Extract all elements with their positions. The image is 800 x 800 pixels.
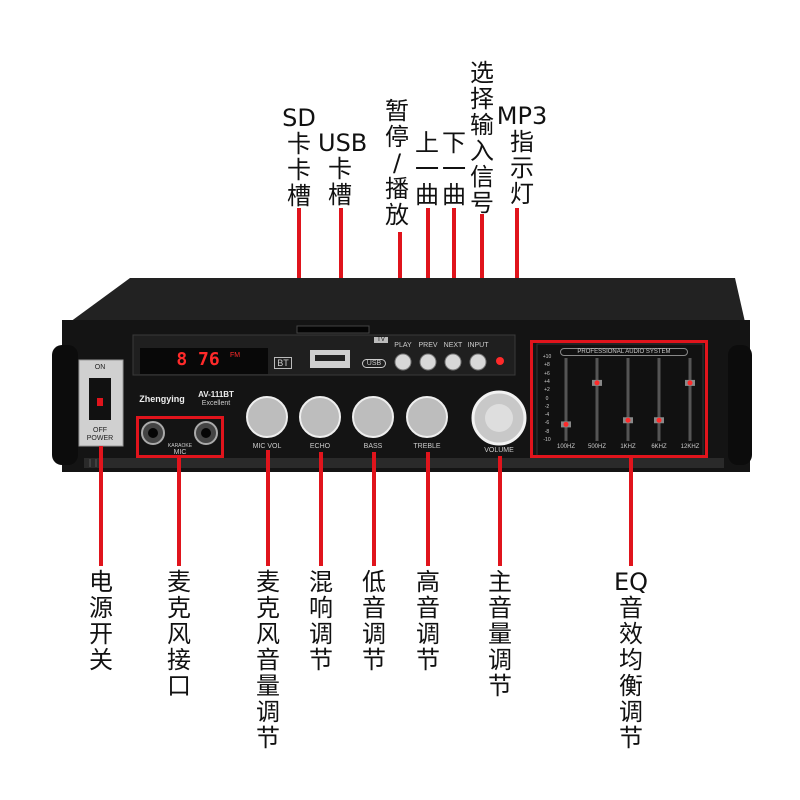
volume-knob-cap <box>485 404 513 432</box>
pointer-eq <box>629 458 633 566</box>
eq-slider-led <box>656 417 662 423</box>
pointer-sd <box>297 208 301 328</box>
eq-scale-tick: -4 <box>544 412 550 419</box>
pointer-next <box>452 208 456 342</box>
mic-jack-2-hole <box>201 428 211 438</box>
eq-scale-tick: +10 <box>542 354 552 360</box>
pointer-micvol <box>266 450 270 566</box>
power-switch-led <box>97 398 103 406</box>
play-button[interactable] <box>394 353 412 371</box>
brand-name: Zhengying <box>139 394 185 404</box>
eq-band-label: 12KHZ <box>680 444 700 450</box>
label-next: 下 一 曲 <box>442 129 466 209</box>
next-button[interactable] <box>444 353 462 371</box>
mic-jack-1-hole <box>148 428 158 438</box>
label-sd-slot: SD 卡 卡 槽 <box>282 104 316 210</box>
power-off-label: OFF <box>93 427 107 434</box>
input-button[interactable] <box>469 353 487 371</box>
chassis-top <box>70 278 745 322</box>
pointer-echo <box>319 452 323 566</box>
label-echo: 混 响 调 节 <box>309 568 333 674</box>
micvol-label: MIC VOL <box>252 443 282 450</box>
eq-scale-tick: 0 <box>545 395 549 402</box>
input-label: INPUT <box>467 342 489 349</box>
eq-band-label: 500HZ <box>587 444 606 450</box>
echo-label: ECHO <box>309 443 331 450</box>
label-master-volume: 主 音 量 调 节 <box>488 568 512 700</box>
prev-label: PREV <box>418 342 438 349</box>
tv-badge: TV <box>374 337 388 343</box>
power-label: POWER <box>86 435 114 442</box>
eq-title: PROFESSIONAL AUDIO SYSTEM <box>560 348 688 356</box>
eq-scale-tick: -10 <box>543 437 551 443</box>
pointer-power <box>99 446 103 566</box>
sd-slot <box>296 325 370 334</box>
label-bass: 低 音 调 节 <box>362 568 386 674</box>
front-vent <box>84 458 724 468</box>
eq-scale-tick: +2 <box>544 387 550 394</box>
eq-band-label: 6KHZ <box>651 444 667 450</box>
handle-right <box>728 345 752 465</box>
eq-scale-tick: +6 <box>544 370 550 377</box>
prev-button[interactable] <box>419 353 437 371</box>
pointer-mp3 <box>515 208 519 338</box>
pointer-prev <box>426 208 430 342</box>
label-treble: 高 音 调 节 <box>416 568 440 674</box>
handle-left <box>52 345 78 465</box>
treble-label: TREBLE <box>413 443 441 450</box>
mic-highlight-box <box>136 416 224 458</box>
eq-scale-tick: +4 <box>544 378 550 385</box>
label-play-pause: 暂 停 / 播 放 <box>385 97 409 229</box>
pointer-volume <box>498 456 502 566</box>
micvol-knob[interactable] <box>246 396 288 438</box>
eq-slider-led <box>594 380 600 386</box>
label-usb-slot: USB 卡 槽 <box>318 129 368 209</box>
eq-scale-tick: -6 <box>544 420 550 427</box>
power-on-label: ON <box>94 364 106 371</box>
usb-port-inner <box>315 355 345 361</box>
eq-scale-tick: -2 <box>544 403 550 410</box>
next-label: NEXT <box>443 342 463 349</box>
volume-label: VOLUME <box>484 447 514 454</box>
label-eq: EQ 音 效 均 衡 调 节 <box>613 568 649 752</box>
usb-badge: USB <box>362 359 386 368</box>
label-mp3-indicator: MP3 指 示 灯 <box>496 102 548 208</box>
eq-sliders <box>561 358 695 441</box>
karaoke-label: KARAOKE <box>167 443 193 449</box>
eq-band-label: 100HZ <box>556 444 575 450</box>
mp3-led <box>496 357 504 365</box>
model-sub: Excellent <box>201 400 231 407</box>
led-display-text: 8 76 <box>176 349 220 370</box>
mic-label: MIC <box>173 449 187 456</box>
pointer-mic <box>177 458 181 566</box>
label-mic-volume: 麦 克 风 音 量 调 节 <box>256 568 280 752</box>
led-display <box>140 348 268 374</box>
model-name: AV-111BT <box>198 390 234 399</box>
label-power-switch: 电 源 开 关 <box>89 568 113 674</box>
eq-slider-led <box>563 421 569 427</box>
eq-slider-led <box>687 380 693 386</box>
label-mic-jack: 麦 克 风 接 口 <box>167 568 191 700</box>
label-prev: 上 一 曲 <box>415 129 439 209</box>
play-label: PLAY <box>394 342 412 349</box>
eq-scale-tick: -8 <box>544 428 550 435</box>
bass-knob[interactable] <box>352 396 394 438</box>
eq-slider-led <box>625 417 631 423</box>
label-input: 选 择 输 入 信 号 <box>470 59 494 217</box>
eq-scale-tick: +8 <box>544 362 550 369</box>
bass-label: BASS <box>363 443 383 450</box>
eq-band-label: 1KHZ <box>620 444 636 450</box>
led-display-unit: FM <box>229 352 241 359</box>
echo-knob[interactable] <box>299 396 341 438</box>
eq-highlight-box <box>530 340 708 458</box>
treble-knob[interactable] <box>406 396 448 438</box>
bt-badge: BT <box>274 357 292 369</box>
pointer-treble <box>426 452 430 566</box>
pointer-bass <box>372 452 376 566</box>
